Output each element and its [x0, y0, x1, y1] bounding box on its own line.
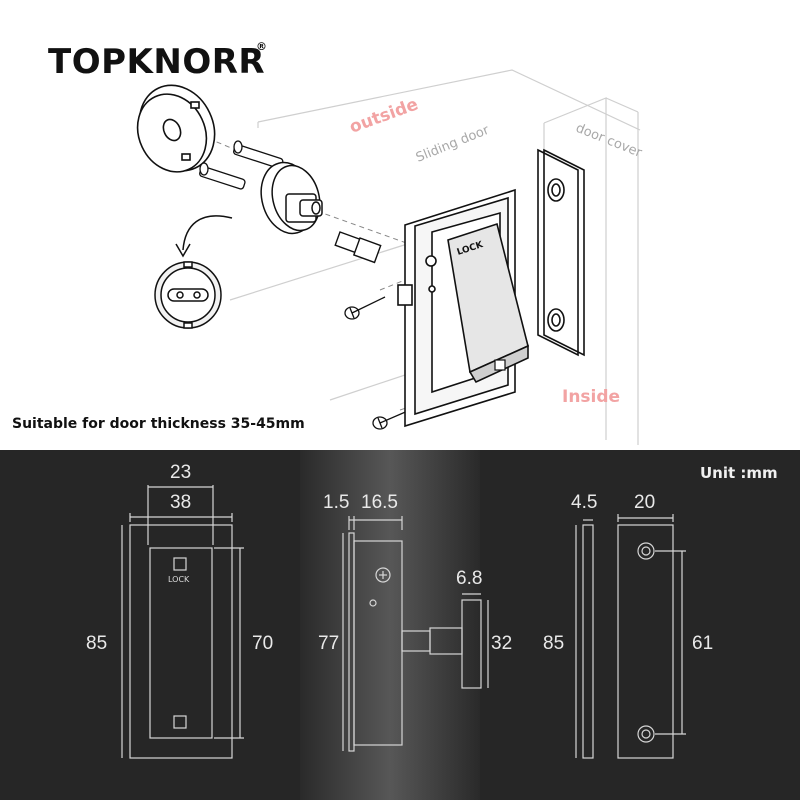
side-knob-thickness: 6.8 — [456, 568, 482, 589]
strike-width: 20 — [634, 492, 655, 513]
unit-label: Unit :mm — [700, 464, 778, 482]
strike-plate — [537, 148, 585, 357]
side-flange: 1.5 — [323, 492, 349, 513]
front-lock-text: LOCK — [168, 575, 190, 584]
front-inner-height: 70 — [252, 633, 273, 654]
spindle — [334, 231, 382, 264]
front-inner-width: 23 — [170, 462, 191, 483]
front-outer-width: 38 — [170, 492, 191, 513]
strike-thickness: 4.5 — [571, 492, 597, 513]
door-outline — [229, 69, 641, 445]
strike-hole-spacing: 61 — [692, 633, 713, 654]
strike-height: 85 — [543, 633, 564, 654]
inside-label: Inside — [562, 387, 620, 407]
thumb-turn — [260, 161, 323, 235]
mounting-screws — [199, 140, 284, 190]
front-plate-drawing — [121, 485, 244, 759]
sliding-door-label: Sliding door — [414, 123, 492, 166]
wood-screws — [344, 296, 411, 430]
dimension-panel: Unit :mm 23 38 85 70 LOCK — [0, 450, 800, 800]
registered-mark: ® — [256, 40, 267, 53]
rotated-back-view — [154, 215, 233, 329]
rosette-ring — [136, 84, 216, 173]
strike-plate-drawing — [575, 514, 686, 759]
lock-body — [397, 188, 529, 428]
exploded-view: TOPKNORR ® outside Sliding door door cov… — [12, 40, 644, 445]
light-glow — [300, 450, 480, 800]
side-view-drawing — [342, 516, 489, 752]
side-knob-diameter: 32 — [491, 633, 512, 654]
side-depth: 16.5 — [361, 492, 398, 513]
front-outer-height: 85 — [86, 633, 107, 654]
door-thickness-caption: Suitable for door thickness 35-45mm — [12, 416, 305, 432]
brand-logo: TOPKNORR — [48, 42, 265, 82]
side-height: 77 — [318, 633, 339, 654]
